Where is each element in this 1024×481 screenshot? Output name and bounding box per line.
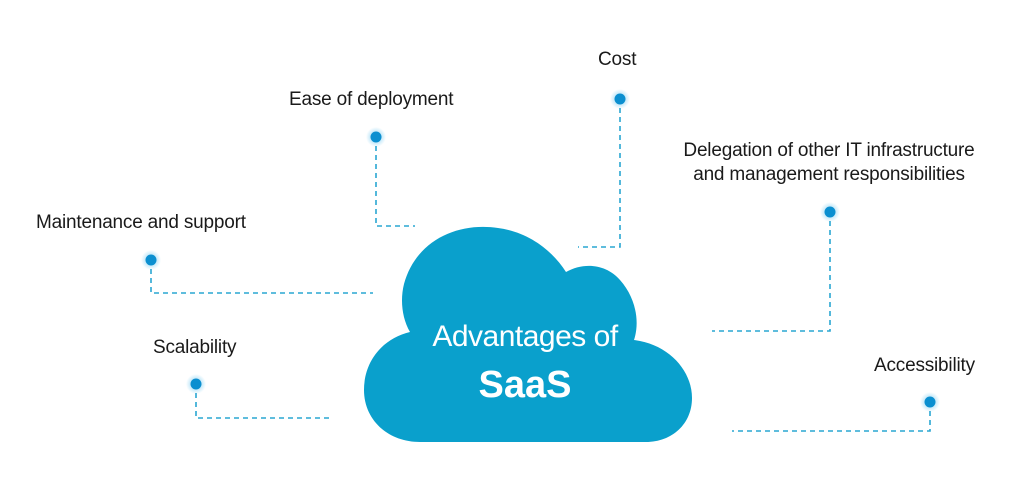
connector-ease-of-deployment [375, 137, 415, 227]
label-maintenance: Maintenance and support [36, 212, 246, 233]
connector-maintenance [150, 260, 373, 294]
center-title-line1: Advantages of [432, 320, 618, 353]
dot-cost [610, 89, 630, 109]
dot-ease-of-deployment [366, 127, 386, 147]
label-delegation-line2: and management responsibilities [693, 164, 965, 185]
cloud-shape [364, 226, 692, 442]
connector-scalability [195, 384, 330, 419]
label-scalability: Scalability [153, 337, 237, 358]
label-delegation: Delegation of other IT infrastructure an… [666, 139, 992, 187]
dot-accessibility [920, 392, 940, 412]
dot-scalability [186, 374, 206, 394]
label-ease-of-deployment: Ease of deployment [289, 89, 454, 110]
label-delegation-line1: Delegation of other IT infrastructure [683, 140, 975, 161]
dot-maintenance [141, 250, 161, 270]
center-title-line2: SaaS [478, 364, 572, 406]
dot-delegation [820, 202, 840, 222]
label-accessibility: Accessibility [874, 355, 975, 376]
connector-cost [578, 99, 621, 248]
label-cost: Cost [598, 49, 637, 70]
connector-delegation [712, 212, 831, 332]
connector-accessibility [732, 402, 931, 432]
